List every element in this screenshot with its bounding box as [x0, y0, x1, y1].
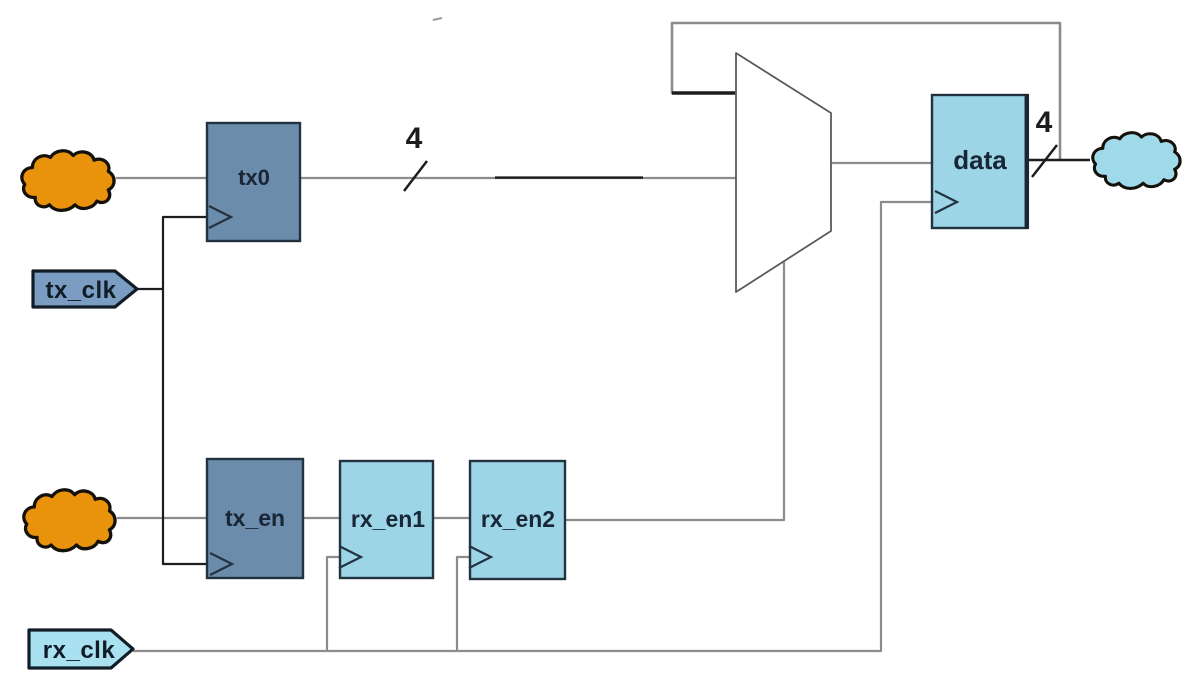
ff-rx-en1-label: rx_en1 [351, 506, 425, 532]
tag-rx-clk: rx_clk [27, 628, 135, 670]
clock-edge-triangle-icon-rx-en1 [338, 545, 364, 569]
clock-edge-triangle-icon-tx0 [208, 205, 234, 229]
tag-rx-clk-label: rx_clk [43, 637, 116, 664]
ff-data-label: data [953, 145, 1007, 175]
tag-tx-clk-label: tx_clk [45, 277, 116, 304]
tag-rx-clk-shape [27, 628, 135, 670]
cloud-icon-tx-enable-source [22, 488, 117, 553]
cloud-icon-tx-data-source [20, 149, 116, 213]
wire-txclk-net [137, 215, 209, 566]
cloud-icon-rx-destination [1091, 131, 1182, 190]
bus-slash-icon-tx [403, 160, 428, 192]
bus-slash-icon-data [1031, 144, 1058, 178]
bus-marker-data: 4 [1031, 106, 1058, 178]
ff-data-body [930, 93, 1029, 230]
ff-rx-en2-label: rx_en2 [481, 506, 555, 532]
ff-tx-en-label: tx_en [225, 505, 285, 531]
clock-edge-triangle-icon-tx-en [209, 552, 235, 576]
tag-tx-clk: tx_clk [31, 269, 139, 309]
mux-trapezoid [735, 52, 832, 293]
ff-tx0-label: tx0 [238, 165, 270, 190]
ff-rx-en1: rx_en1 [338, 459, 435, 580]
ff-data: data [930, 93, 1030, 230]
wire-rxen2-to-mux-select [565, 262, 786, 522]
bus-width-label-tx: 4 [406, 122, 423, 155]
bus-width-label-data: 4 [1036, 106, 1053, 139]
clock-edge-triangle-icon-data [934, 190, 960, 214]
tag-tx-clk-shape [31, 269, 139, 309]
clock-edge-triangle-icon-rx-en2 [468, 545, 494, 569]
artifact-dash [432, 17, 443, 21]
bus-marker-tx: 4 [403, 122, 428, 192]
ff-rx-en2: rx_en2 [468, 459, 567, 581]
ff-rx-en1-body [338, 459, 435, 580]
ff-tx-en-body [205, 457, 305, 580]
wire-rxclk-main [133, 200, 935, 653]
ff-tx0: tx0 [205, 121, 302, 243]
ff-tx-en: tx_en [205, 457, 305, 580]
